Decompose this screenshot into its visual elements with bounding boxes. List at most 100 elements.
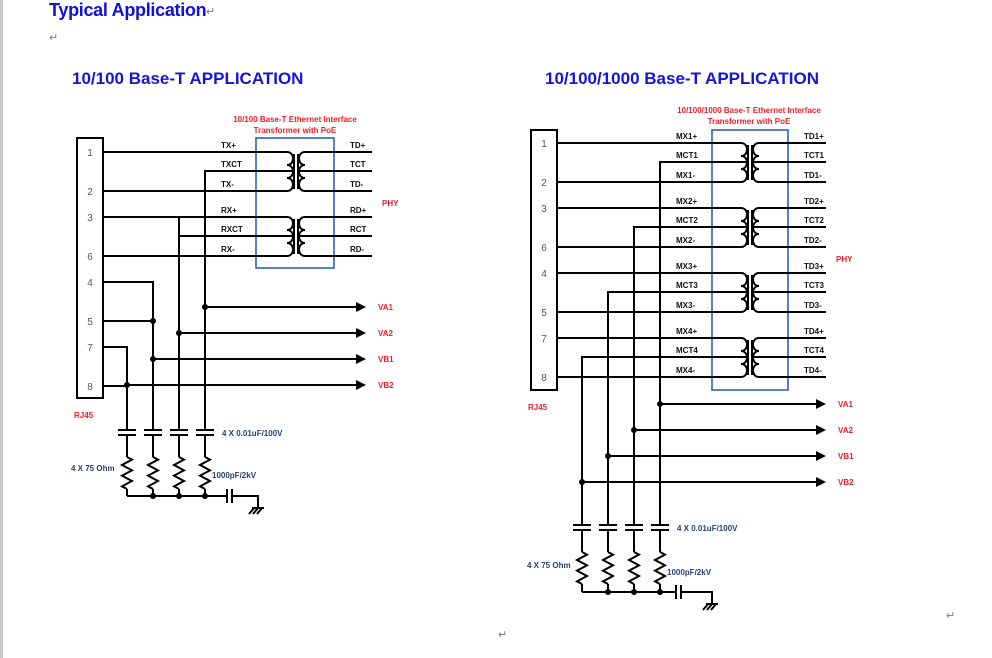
- arrow-head-icon: [816, 451, 826, 461]
- arrow-head-icon: [816, 425, 826, 435]
- line-side-label: RX-: [221, 245, 235, 254]
- phy-side-label: TD4-: [804, 366, 822, 375]
- phy-side-label: RD-: [350, 245, 365, 254]
- transformer-subtitle: Transformer with PoE: [254, 126, 337, 135]
- phy-side-label: TD+: [350, 141, 366, 150]
- pin-number-2: 2: [541, 178, 547, 189]
- arrow-head-icon: [356, 302, 366, 312]
- line-side-label: MX2-: [676, 236, 695, 245]
- resistor-symbol: [600, 551, 616, 585]
- line-side-label: MX1-: [676, 171, 695, 180]
- line-side-label: TX-: [221, 180, 234, 189]
- center-tap-wire: [178, 235, 295, 333]
- line-side-label: MX4-: [676, 366, 695, 375]
- phy-side-label: RD+: [350, 206, 367, 215]
- line-side-label: MX4+: [676, 327, 697, 336]
- line-side-label: MX1+: [676, 132, 697, 141]
- output-label-vb2: VB2: [838, 478, 854, 487]
- transformer-box: [255, 137, 335, 269]
- output-label-va1: VA1: [378, 303, 394, 312]
- line-side-label: TXCT: [221, 160, 242, 169]
- ground-hatch: [252, 507, 259, 515]
- line-side-label: MX3-: [676, 301, 695, 310]
- arrow-head-icon: [816, 477, 826, 487]
- pin-number-4: 4: [87, 278, 93, 289]
- document-heading: Typical Application: [49, 0, 207, 20]
- pin-number-6: 6: [541, 243, 547, 254]
- pin-number-5: 5: [541, 308, 547, 319]
- rj45-connector: [76, 137, 104, 399]
- resistor-symbol: [119, 456, 135, 490]
- line-side-label: MX3+: [676, 262, 697, 271]
- phy-side-label: TCT2: [804, 216, 825, 225]
- phy-side-label: TCT: [350, 160, 366, 169]
- resistor-symbol: [626, 551, 642, 585]
- transformer-box: [711, 129, 789, 391]
- ground-hatch: [710, 603, 717, 611]
- arrow-head-icon: [816, 399, 826, 409]
- phy-label: PHY: [836, 255, 853, 264]
- rj45-connector: [530, 129, 558, 391]
- resistor-value-label: 4 X 75 Ohm: [527, 561, 571, 570]
- resistor-symbol: [171, 456, 187, 490]
- pin-number-4: 4: [541, 269, 547, 280]
- output-label-va2: VA2: [838, 426, 854, 435]
- pin-number-2: 2: [87, 187, 93, 198]
- ground-hatch: [248, 507, 255, 515]
- paragraph-mark: ↵: [498, 629, 508, 641]
- resistor-symbol: [145, 456, 161, 490]
- output-label-va1: VA1: [838, 400, 854, 409]
- line-side-label: TX+: [221, 141, 236, 150]
- ground-hatch: [256, 507, 263, 515]
- spare-pair-wire: [103, 346, 128, 386]
- phy-side-label: TD3-: [804, 301, 822, 310]
- line-side-label: MCT4: [676, 346, 698, 355]
- pin-number-5: 5: [87, 317, 93, 328]
- pin-number-8: 8: [541, 373, 547, 384]
- arrow-head-icon: [356, 380, 366, 390]
- line-side-label: RXCT: [221, 225, 243, 234]
- resistor-symbol: [652, 551, 668, 585]
- phy-side-label: TD-: [350, 180, 364, 189]
- transformer-title: 10/100/1000 Base-T Ethernet Interface: [677, 106, 821, 115]
- resistor-value-label: 4 X 75 Ohm: [71, 464, 115, 473]
- phy-side-label: TD2+: [804, 197, 824, 206]
- phy-label: PHY: [382, 199, 399, 208]
- line-side-label: MCT1: [676, 151, 698, 160]
- line-side-label: RX+: [221, 206, 237, 215]
- output-label-vb1: VB1: [378, 355, 394, 364]
- arrow-head-icon: [356, 328, 366, 338]
- pin-number-6: 6: [87, 252, 93, 263]
- phy-side-label: TCT1: [804, 151, 825, 160]
- phy-side-label: TD3+: [804, 262, 824, 271]
- resistor-symbol: [574, 551, 590, 585]
- output-label-vb1: VB1: [838, 452, 854, 461]
- paragraph-mark: ↵: [206, 6, 216, 18]
- phy-side-label: TD2-: [804, 236, 822, 245]
- transformer-title: 10/100 Base-T Ethernet Interface: [233, 115, 357, 124]
- pin-number-3: 3: [87, 213, 93, 224]
- rj45-label: RJ45: [528, 403, 548, 412]
- paragraph-mark: ↵: [49, 32, 59, 44]
- paragraph-mark: ↵: [946, 610, 956, 622]
- phy-side-label: TD1+: [804, 132, 824, 141]
- output-label-va2: VA2: [378, 329, 394, 338]
- resistor-symbol: [197, 456, 213, 490]
- capacitor-value-label: 4 X 0.01uF/100V: [677, 524, 738, 533]
- hv-capacitor-value-label: 1000pF/2kV: [667, 568, 712, 577]
- pin-number-7: 7: [541, 334, 547, 345]
- spare-pair-wire: [103, 281, 154, 321]
- phy-side-label: TD1-: [804, 171, 822, 180]
- right-section-title: 10/100/1000 Base-T APPLICATION: [545, 69, 820, 88]
- phy-side-label: TCT3: [804, 281, 825, 290]
- pin-number-7: 7: [87, 343, 93, 354]
- center-tap-wire: [659, 161, 749, 404]
- pin-number-1: 1: [541, 139, 547, 150]
- ground-wire: [232, 495, 259, 508]
- arrow-head-icon: [356, 354, 366, 364]
- phy-side-label: TD4+: [804, 327, 824, 336]
- line-side-label: MX2+: [676, 197, 697, 206]
- pin-number-8: 8: [87, 382, 93, 393]
